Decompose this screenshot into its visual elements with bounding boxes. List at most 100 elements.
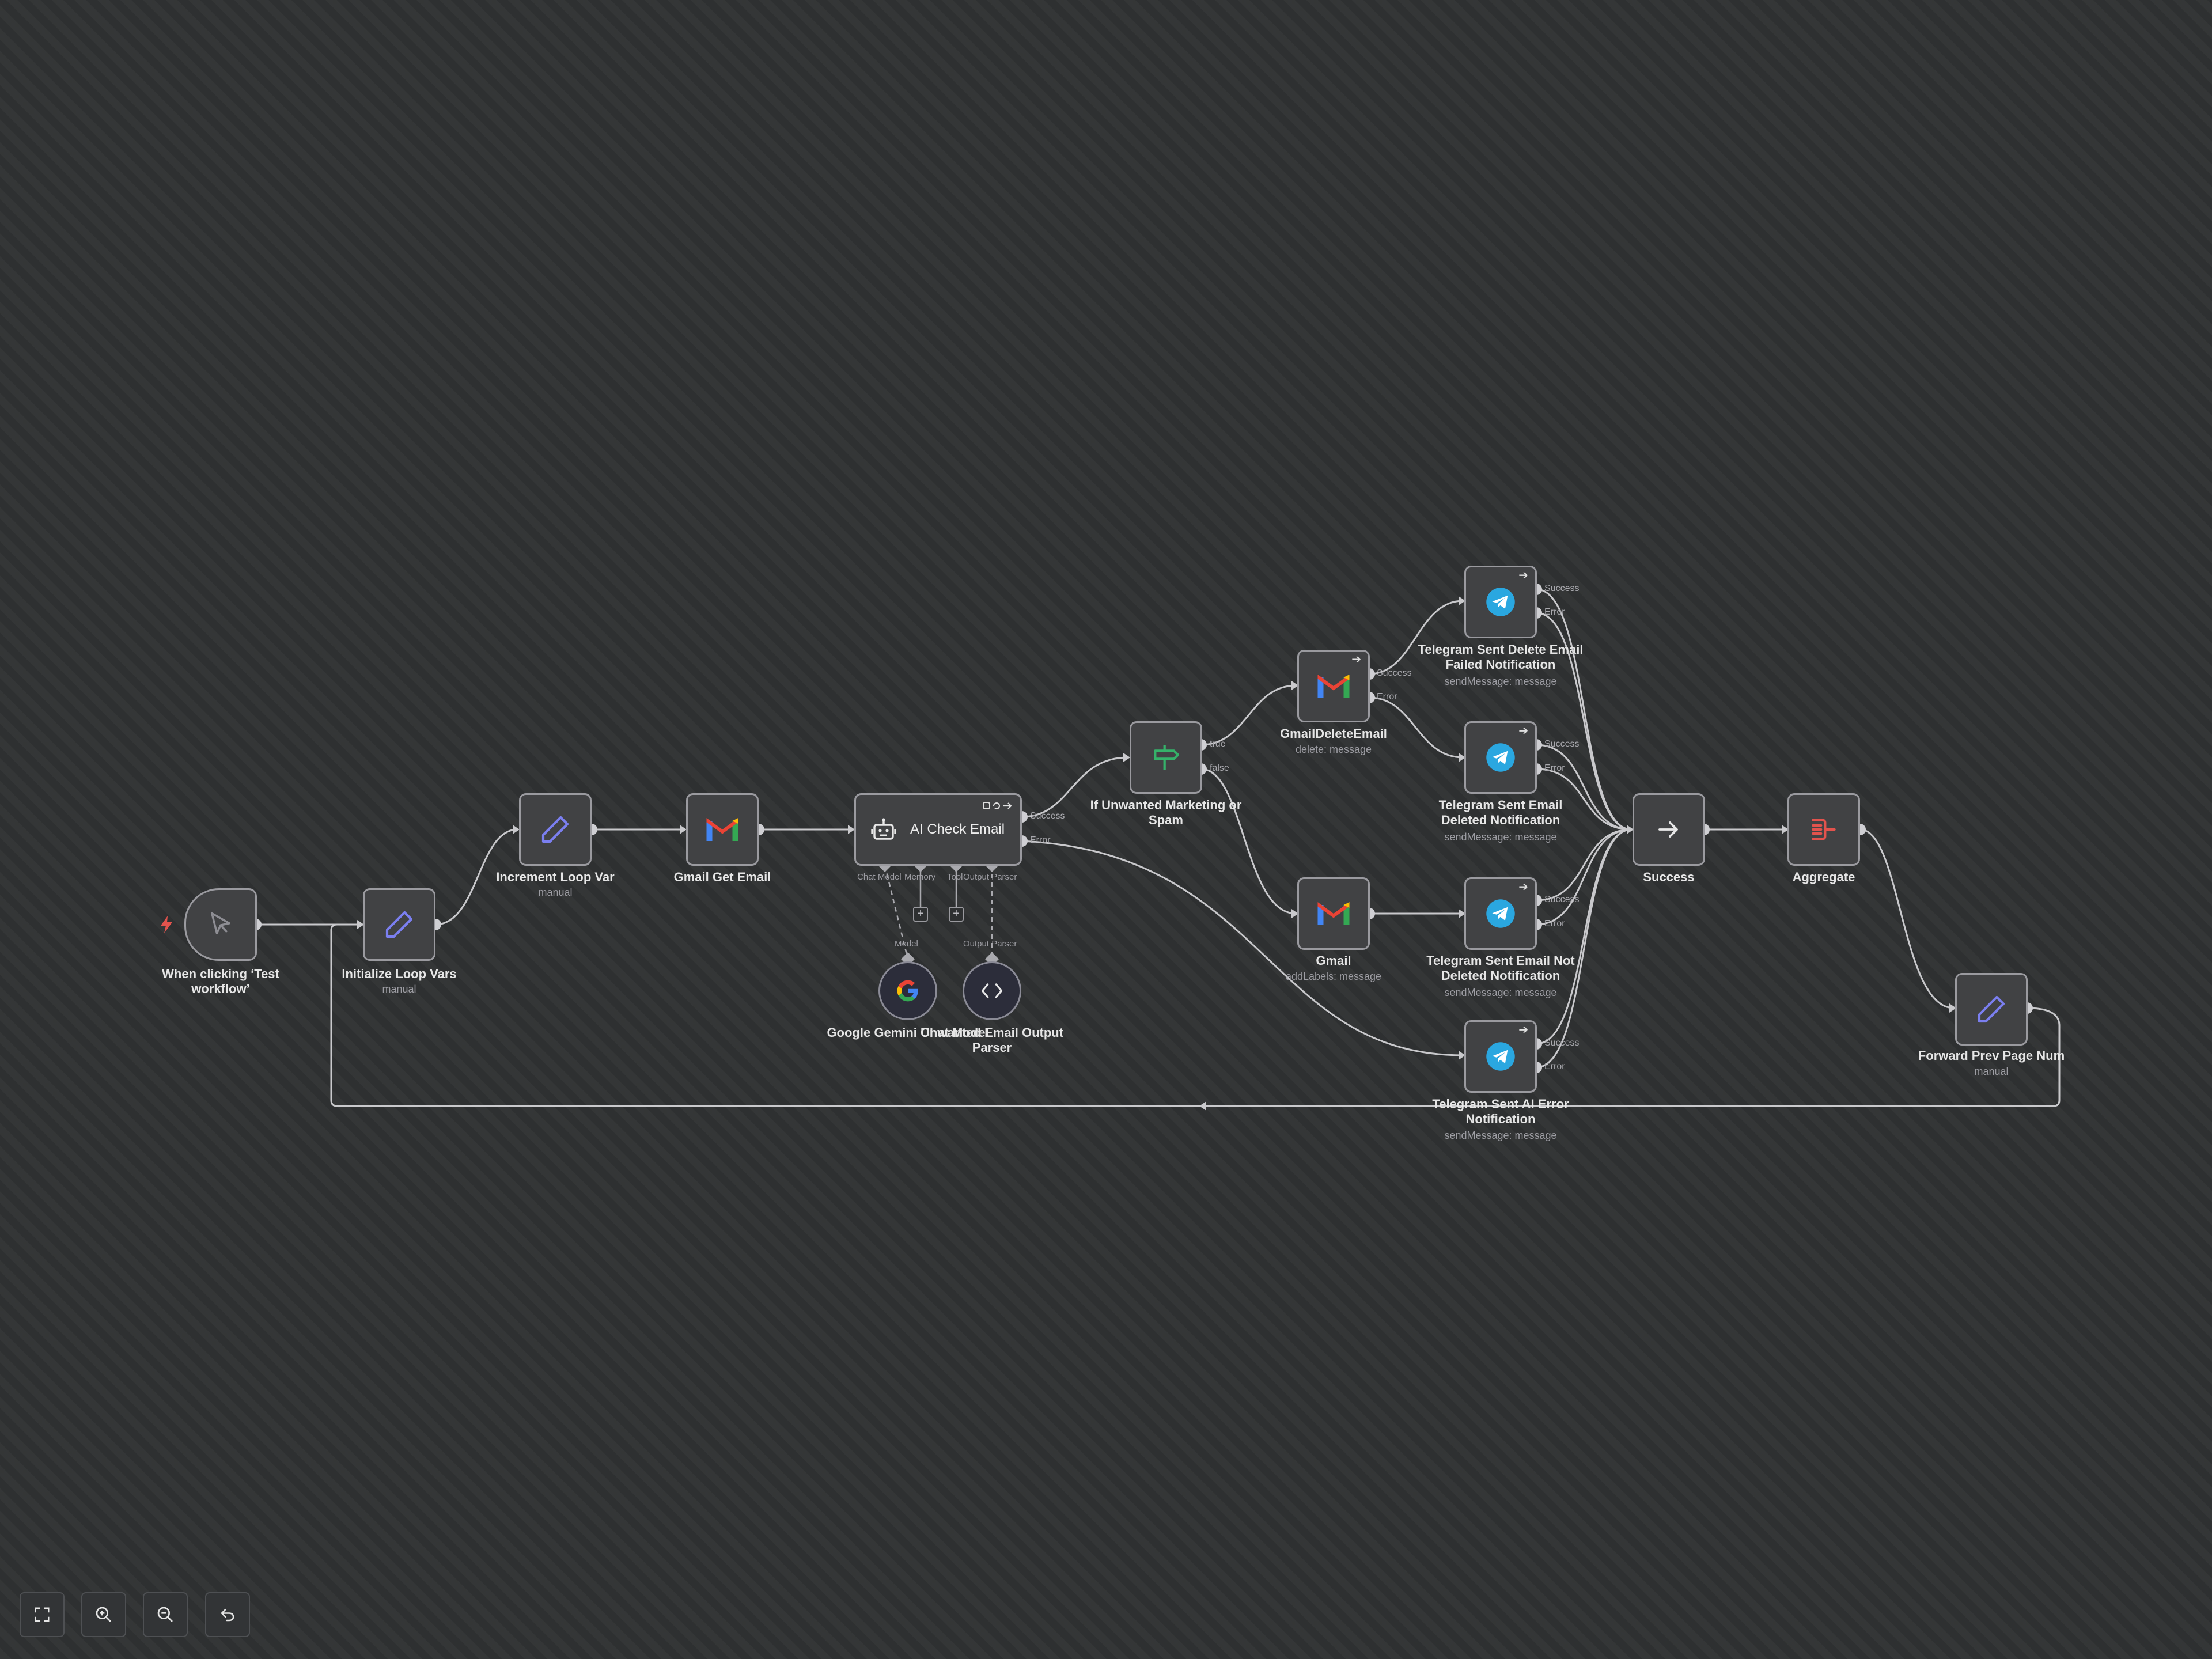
- if-false-port: false: [1210, 763, 1229, 773]
- tg2-sub: sendMessage: message: [1444, 831, 1557, 843]
- gmail-icon: [1317, 902, 1350, 925]
- pencil-icon: [541, 816, 569, 843]
- robot-icon: [871, 818, 896, 840]
- sub-port-tool: Tool: [947, 872, 963, 882]
- gemini-label: Google Gemini Chat Model: [827, 1025, 989, 1040]
- node-telegram-ai-error[interactable]: ➔: [1464, 1020, 1537, 1093]
- edge-init-increment: [435, 828, 518, 926]
- edge-tg3-s: [1536, 828, 1632, 902]
- edge-loop-back: [330, 923, 2061, 1107]
- signpost-icon: [1154, 745, 1180, 770]
- add-memory-button[interactable]: +: [913, 907, 928, 922]
- zoom-in-icon: [96, 1607, 111, 1622]
- action-arrow-icon: ➔: [1518, 1024, 1528, 1036]
- if-label: If Unwanted Marketing or Spam: [1090, 798, 1242, 827]
- edge-if-true-delete: [1200, 684, 1297, 746]
- parser-label: Unwanted Email Output Parser: [920, 1025, 1064, 1055]
- tg1-success-port: Success: [1544, 584, 1580, 593]
- edge-aicheck-error-tg: [1021, 840, 1464, 1056]
- node-forward-prev-page-num[interactable]: [1955, 973, 2028, 1046]
- node-gmail-get-email[interactable]: [686, 793, 759, 866]
- increment-label: Increment Loop Var: [496, 870, 615, 884]
- zoom-out-icon: [157, 1607, 173, 1622]
- reset-zoom-button[interactable]: [205, 1592, 250, 1637]
- delete-error-port: Error: [1377, 692, 1397, 702]
- parser-port-label: Output Parser: [963, 939, 1017, 949]
- increment-sub: manual: [538, 887, 573, 898]
- add-tool-button[interactable]: +: [949, 907, 964, 922]
- tg2-label: Telegram Sent Email Deleted Notification: [1438, 798, 1563, 827]
- telegram-icon: [1486, 743, 1515, 772]
- fit-view-icon: [35, 1607, 50, 1622]
- node-telegram-email-deleted[interactable]: ➔: [1464, 721, 1537, 794]
- arrow-right-icon: [1658, 821, 1678, 838]
- success-label: Success: [1643, 870, 1695, 884]
- delete-success-port: Success: [1377, 668, 1412, 678]
- edge-delete-error: [1369, 696, 1464, 759]
- tg1-sub: sendMessage: message: [1444, 676, 1557, 687]
- if-true-port: true: [1210, 739, 1226, 749]
- aggregate-label: Aggregate: [1792, 870, 1855, 884]
- node-telegram-email-not-deleted[interactable]: ➔: [1464, 877, 1537, 950]
- action-arrow-icon: ➔: [1518, 725, 1528, 737]
- telegram-icon: [1486, 899, 1515, 928]
- node-gmail-add-labels[interactable]: [1297, 877, 1370, 950]
- edge-if-false-gmail: [1200, 768, 1297, 915]
- zoom-out-button[interactable]: [143, 1592, 188, 1637]
- tg4-label: Telegram Sent AI Error Notification: [1432, 1097, 1569, 1126]
- node-ai-check-email[interactable]: AI Check Email: [854, 793, 1022, 866]
- gmail-get-label: Gmail Get Email: [673, 870, 771, 884]
- zoom-in-button[interactable]: [81, 1592, 126, 1637]
- gmail-icon: [706, 818, 738, 841]
- trigger-label: When clicking ‘Test workflow’: [162, 967, 279, 996]
- delete-label: GmailDeleteEmail: [1280, 726, 1387, 741]
- edge-aicheck-if: [1021, 756, 1128, 818]
- gemini-port-label: Model: [895, 939, 918, 949]
- gmail-sub: addLabels: message: [1285, 971, 1382, 982]
- edge-tg1-s: [1536, 588, 1632, 831]
- node-success[interactable]: [1633, 793, 1705, 866]
- retry-indicator-icon: [983, 802, 1012, 809]
- code-icon: [981, 983, 1003, 998]
- node-gmail-delete-email[interactable]: ➔: [1297, 650, 1370, 722]
- init-vars-label: Initialize Loop Vars: [342, 967, 457, 981]
- cursor-icon: [211, 912, 230, 934]
- delete-sub: delete: message: [1295, 744, 1372, 755]
- node-increment-loop-var[interactable]: [519, 793, 592, 866]
- edge-tg2-s: [1536, 744, 1632, 831]
- node-unwanted-email-output-parser[interactable]: [963, 961, 1021, 1020]
- ai-check-error-port: Error: [1030, 835, 1051, 845]
- tg4-success-port: Success: [1544, 1038, 1580, 1048]
- forward-label: Forward Prev Page Num: [1918, 1048, 2065, 1063]
- google-icon: [897, 980, 918, 1002]
- edge-aggregate-forward: [1859, 828, 1955, 1009]
- ai-check-label: AI Check Email: [910, 821, 1005, 837]
- tg4-sub: sendMessage: message: [1444, 1130, 1557, 1141]
- init-vars-sub: manual: [382, 983, 416, 995]
- sub-port-chat-model: Chat Model: [857, 872, 902, 882]
- tg3-success-port: Success: [1544, 895, 1580, 904]
- node-if-unwanted[interactable]: [1130, 721, 1202, 794]
- node-initialize-loop-vars[interactable]: [363, 888, 435, 961]
- edge-gemini-chatmodel: [884, 865, 909, 960]
- undo-icon: [221, 1609, 234, 1622]
- node-telegram-delete-failed[interactable]: ➔: [1464, 566, 1537, 638]
- fit-view-button[interactable]: [20, 1592, 65, 1637]
- trigger-bolt-icon: [161, 916, 172, 933]
- node-google-gemini-chat-model[interactable]: [878, 961, 937, 1020]
- node-manual-trigger[interactable]: [184, 888, 257, 961]
- edge-tg3-e: [1536, 828, 1632, 926]
- edge-tg4-e: [1536, 828, 1632, 1069]
- tg1-error-port: Error: [1544, 607, 1565, 617]
- telegram-icon: [1486, 1042, 1515, 1071]
- edge-tg2-e: [1536, 768, 1632, 831]
- tg3-label: Telegram Sent Email Not Deleted Notifica…: [1426, 953, 1575, 983]
- ai-check-success-port: Success: [1030, 811, 1065, 821]
- node-aggregate[interactable]: [1787, 793, 1860, 866]
- tg1-label: Telegram Sent Delete Email Failed Notifi…: [1418, 642, 1584, 672]
- sub-port-memory: Memory: [904, 872, 936, 882]
- pencil-icon: [385, 911, 413, 938]
- sub-port-output-parser: Output Parser: [963, 872, 1017, 882]
